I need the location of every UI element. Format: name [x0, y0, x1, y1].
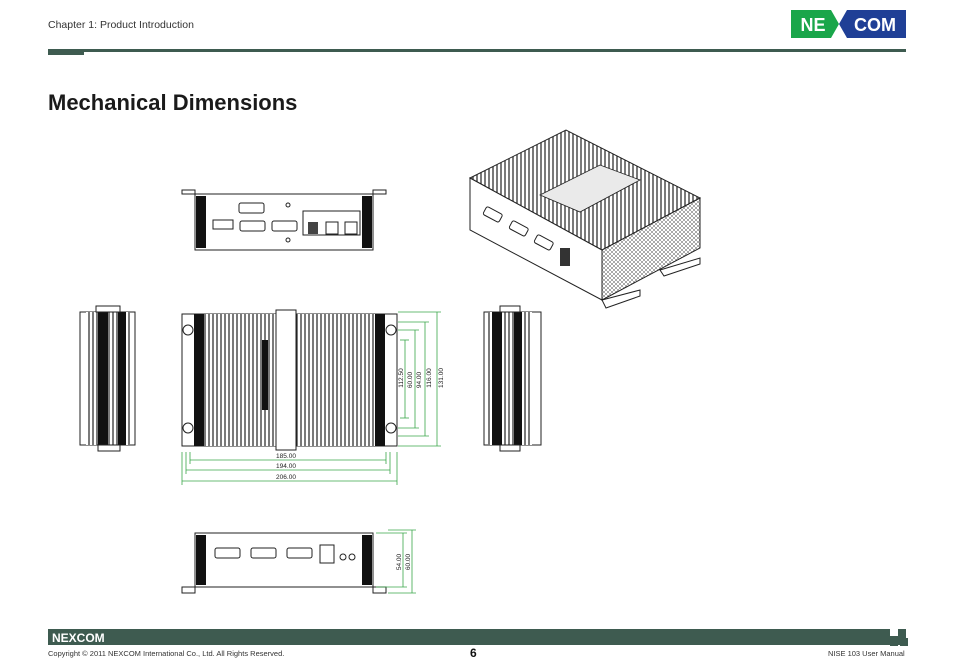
front-view-drawing: [181, 532, 387, 594]
logo-text-right: COM: [854, 15, 896, 35]
dim-side-3: 94.00: [416, 371, 423, 388]
copyright-text: Copyright © 2011 NEXCOM International Co…: [48, 649, 285, 658]
dim-width-inner: 185.00: [276, 453, 296, 460]
dim-front-height-2: 60.00: [405, 553, 412, 570]
dim-side-4: 116.00: [426, 368, 433, 388]
chapter-label: Chapter 1: Product Introduction: [48, 19, 194, 31]
footer-nexcom-logo: NEXCOM: [52, 631, 105, 644]
top-view-drawing: [181, 309, 398, 451]
header-rule: [84, 49, 906, 52]
nexcom-logo: NE COM: [791, 10, 906, 38]
dim-side-1: 112.50: [398, 368, 405, 388]
rear-view-drawing: [181, 189, 387, 251]
dimension-lines: [181, 311, 441, 594]
logo-text-left: NE: [800, 15, 825, 35]
dim-front-height-1: 54.00: [396, 553, 403, 570]
dim-width-mid: 194.00: [276, 463, 296, 470]
header-accent-block: [48, 49, 84, 55]
page-title: Mechanical Dimensions: [48, 90, 298, 115]
footer-logo-text: NEXCOM: [52, 631, 105, 644]
isometric-view-drawing: [468, 129, 702, 309]
dim-width-outer: 206.00: [276, 474, 296, 481]
footer-bar: [48, 629, 906, 645]
footer-corner-mark: [890, 628, 908, 646]
page-number: 6: [470, 646, 477, 660]
dim-side-5: 131.00: [438, 368, 445, 388]
manual-name: NISE 103 User Manual: [828, 649, 905, 658]
left-side-view-drawing: [79, 305, 136, 452]
dim-side-2: 60.00: [407, 371, 414, 388]
right-side-view-drawing: [483, 305, 542, 452]
